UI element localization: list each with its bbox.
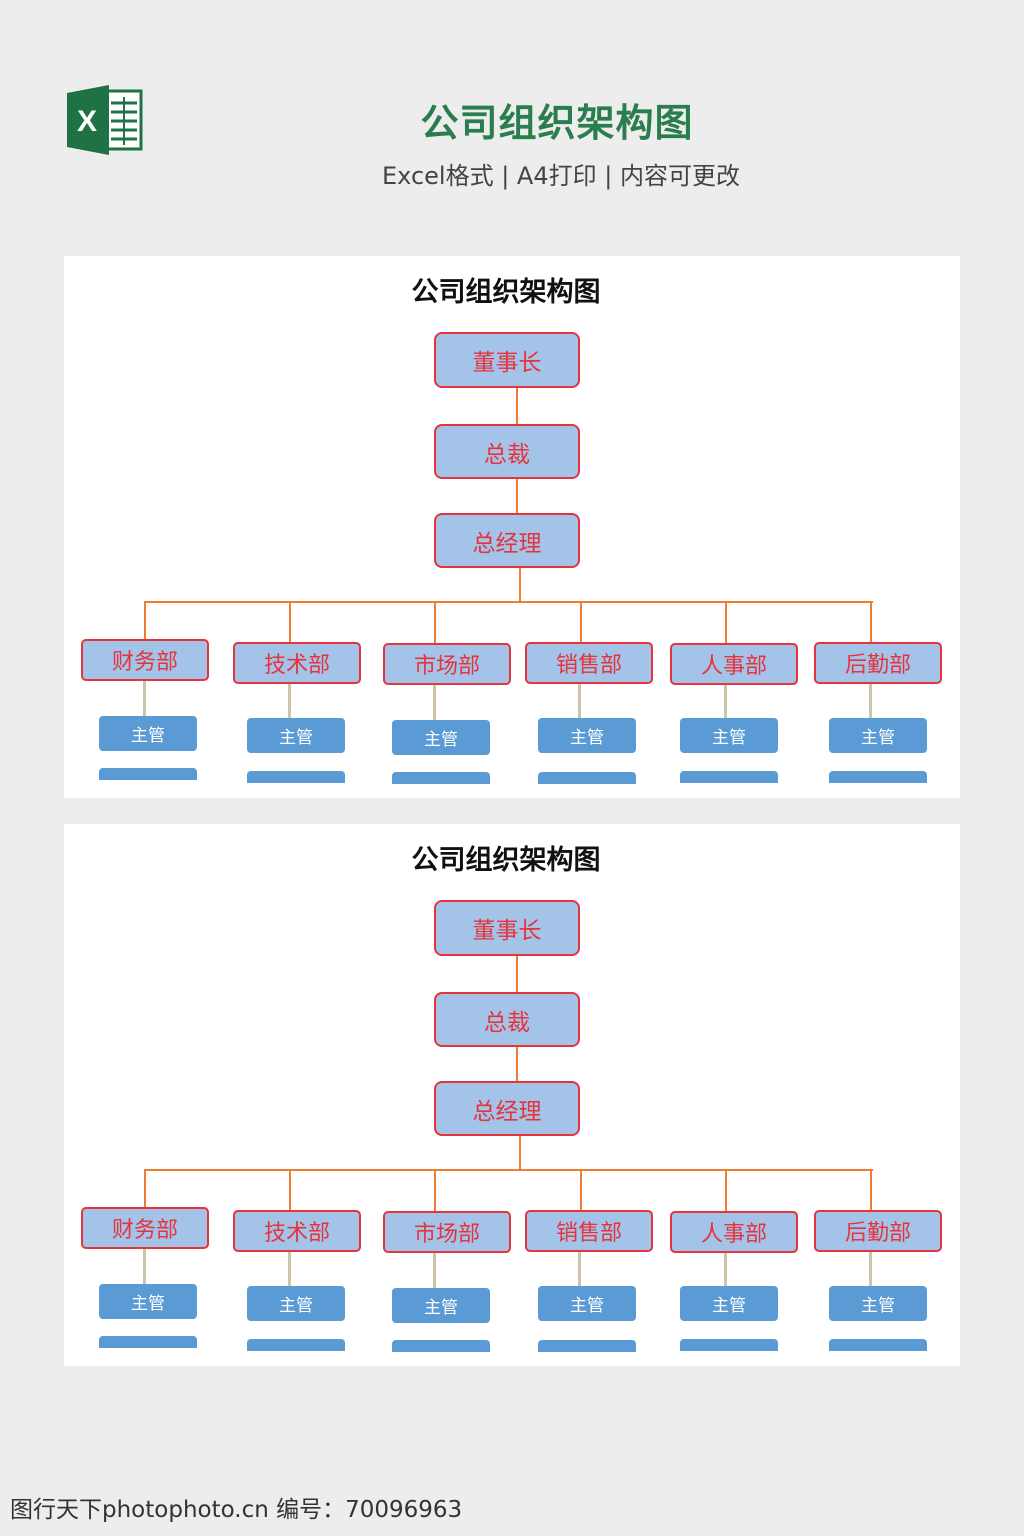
node-staff-partial xyxy=(829,771,927,783)
connector-line xyxy=(580,1169,582,1210)
node-general-manager: 总经理 xyxy=(434,513,580,568)
connector-line xyxy=(578,1252,581,1286)
connector-line xyxy=(580,601,582,642)
node-staff-partial xyxy=(99,768,197,780)
node-logistics-dept: 后勤部 xyxy=(814,1210,942,1252)
node-staff-partial xyxy=(829,1339,927,1351)
connector-line xyxy=(144,1169,146,1207)
node-staff-partial xyxy=(538,1340,636,1352)
node-supervisor: 主管 xyxy=(538,718,636,753)
org-chart-panel-2: 公司组织架构图 董事长 总裁 总经理 财务部 技术部 市场部 销售部 人事部 后… xyxy=(64,824,960,1366)
node-supervisor: 主管 xyxy=(829,718,927,753)
node-hr-dept: 人事部 xyxy=(670,643,798,685)
node-president: 总裁 xyxy=(434,992,580,1047)
node-supervisor: 主管 xyxy=(829,1286,927,1321)
connector-line xyxy=(288,1252,291,1286)
connector-line xyxy=(869,1252,872,1286)
node-supervisor: 主管 xyxy=(247,1286,345,1321)
connector-line xyxy=(724,685,727,718)
node-supervisor: 主管 xyxy=(392,1288,490,1323)
connector-line xyxy=(144,1169,873,1171)
node-finance-dept: 财务部 xyxy=(81,639,209,681)
node-staff-partial xyxy=(247,771,345,783)
node-staff-partial xyxy=(99,1336,197,1348)
excel-logo-letter: X xyxy=(77,105,97,138)
node-logistics-dept: 后勤部 xyxy=(814,642,942,684)
connector-line xyxy=(434,601,436,643)
connector-line xyxy=(870,1169,872,1210)
node-general-manager: 总经理 xyxy=(434,1081,580,1136)
connector-line xyxy=(143,1249,146,1284)
connector-line xyxy=(143,681,146,716)
node-staff-partial xyxy=(392,772,490,784)
connector-line xyxy=(725,1169,727,1211)
connector-line xyxy=(725,601,727,643)
connector-line xyxy=(144,601,873,603)
connector-line xyxy=(289,601,291,642)
connector-line xyxy=(288,684,291,718)
connector-line xyxy=(433,685,436,720)
connector-line xyxy=(433,1253,436,1288)
page-subtitle: Excel格式 | A4打印 | 内容可更改 xyxy=(382,162,740,190)
watermark-text: 图行天下photophoto.cn 编号：70096963 xyxy=(10,1497,463,1523)
node-staff-partial xyxy=(247,1339,345,1351)
node-sales-dept: 销售部 xyxy=(525,1210,653,1252)
node-staff-partial xyxy=(680,771,778,783)
connector-line xyxy=(516,386,518,424)
connector-line xyxy=(724,1253,727,1286)
connector-line xyxy=(516,1046,518,1082)
connector-line xyxy=(519,1136,521,1170)
org-chart-title: 公司组织架构图 xyxy=(411,845,601,876)
node-marketing-dept: 市场部 xyxy=(383,643,511,685)
node-supervisor: 主管 xyxy=(247,718,345,753)
node-supervisor: 主管 xyxy=(538,1286,636,1321)
page-title: 公司组织架构图 xyxy=(420,101,694,145)
node-staff-partial xyxy=(680,1339,778,1351)
node-marketing-dept: 市场部 xyxy=(383,1211,511,1253)
connector-line xyxy=(434,1169,436,1211)
node-chairman: 董事长 xyxy=(434,332,580,388)
node-supervisor: 主管 xyxy=(392,720,490,755)
node-supervisor: 主管 xyxy=(99,1284,197,1319)
connector-line xyxy=(578,684,581,718)
connector-line xyxy=(869,684,872,718)
org-chart-panel-1: 公司组织架构图 董事长 总裁 总经理 财务部 技术部 市场部 销售部 人事部 后… xyxy=(64,256,960,798)
node-tech-dept: 技术部 xyxy=(233,1210,361,1252)
node-finance-dept: 财务部 xyxy=(81,1207,209,1249)
connector-line xyxy=(516,954,518,992)
connector-line xyxy=(289,1169,291,1210)
node-supervisor: 主管 xyxy=(680,1286,778,1321)
node-sales-dept: 销售部 xyxy=(525,642,653,684)
connector-line xyxy=(144,601,146,639)
connector-line xyxy=(519,568,521,602)
node-tech-dept: 技术部 xyxy=(233,642,361,684)
node-hr-dept: 人事部 xyxy=(670,1211,798,1253)
connector-line xyxy=(870,601,872,642)
connector-line xyxy=(516,478,518,514)
node-staff-partial xyxy=(392,1340,490,1352)
org-chart-title: 公司组织架构图 xyxy=(411,277,601,308)
excel-logo-icon: X xyxy=(67,85,143,155)
node-supervisor: 主管 xyxy=(680,718,778,753)
node-president: 总裁 xyxy=(434,424,580,479)
node-staff-partial xyxy=(538,772,636,784)
node-supervisor: 主管 xyxy=(99,716,197,751)
node-chairman: 董事长 xyxy=(434,900,580,956)
